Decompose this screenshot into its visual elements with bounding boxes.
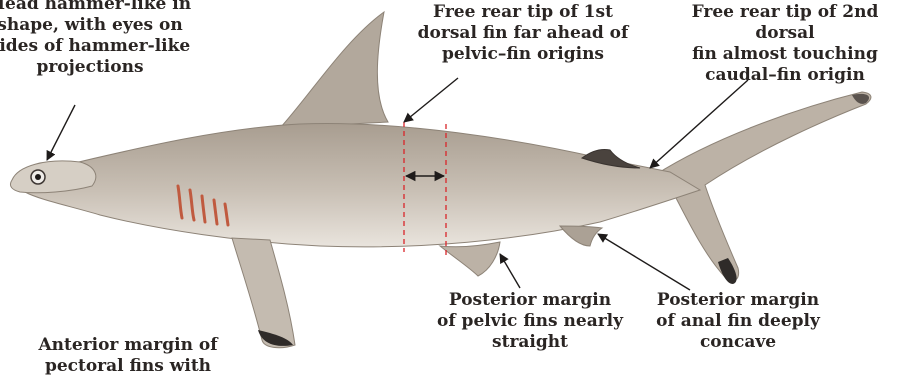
second-dorsal-annotation: Free rear tip of 2nd dorsal fin almost t… [660,2,906,86]
pelvic-fin-annotation: Posterior margin of pelvic fins nearly s… [415,290,645,353]
eye-pupil [35,174,41,180]
head-shape-annotation: Head hammer-like in shape, with eyes on … [0,0,210,78]
anal-fin-annotation: Posterior margin of anal fin deeply conc… [628,290,848,353]
pectoral-fin [232,238,295,348]
hammer-head [10,161,95,193]
pelvic-fin [440,242,500,276]
anal-fin [560,226,602,246]
pectoral-fin-annotation: Anterior margin of pectoral fins with [8,335,248,377]
first-dorsal-pointer-arrow [404,78,458,122]
first-dorsal-fin [280,12,388,128]
pelvic-pointer-arrow [500,254,520,288]
head-pointer-arrow [47,105,75,160]
anal-pointer-arrow [598,234,690,290]
first-dorsal-annotation: Free rear tip of 1st dorsal fin far ahea… [398,2,648,65]
